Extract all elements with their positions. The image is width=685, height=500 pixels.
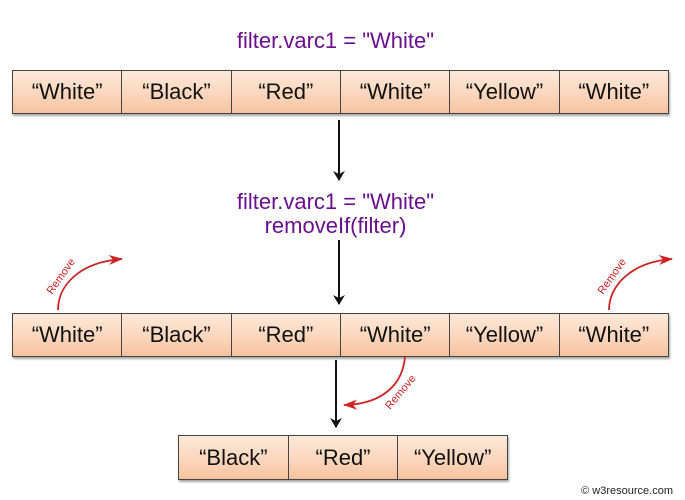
- list-item: “White”: [559, 314, 668, 356]
- list-item: “Red”: [231, 71, 340, 113]
- middle-filter-label: filter.varc1 = "White": [236, 189, 435, 214]
- top-filter-label: filter.varc1 = "White": [236, 28, 435, 53]
- list-item: “Red”: [231, 314, 340, 356]
- remove-arrow-right: [608, 254, 673, 311]
- list-item: “Yellow”: [398, 436, 508, 479]
- remove-arrow-middle: [343, 355, 406, 410]
- list-item: “White”: [340, 71, 450, 113]
- remove-arrow-left: [57, 254, 123, 311]
- list-item: “Yellow”: [450, 314, 559, 356]
- list-item: “White”: [13, 314, 122, 356]
- list-item: “Yellow”: [450, 71, 559, 113]
- marked-list: “White” “Black” “Red” “White” “Yellow” “…: [12, 313, 669, 357]
- list-item: “White”: [340, 314, 450, 356]
- list-item: “Black”: [122, 314, 231, 356]
- removeif-call-label: removeIf(filter): [264, 213, 407, 238]
- remove-label-middle: Remove: [383, 373, 419, 412]
- list-item: “Red”: [288, 436, 398, 479]
- list-item: “Black”: [179, 436, 288, 479]
- list-item: “White”: [13, 71, 122, 113]
- result-list: “Black” “Red” “Yellow”: [178, 435, 508, 480]
- original-list: “White” “Black” “Red” “White” “Yellow” “…: [12, 70, 669, 114]
- copyright-watermark: © w3resource.com: [581, 485, 673, 497]
- list-item: “White”: [559, 71, 668, 113]
- list-item: “Black”: [122, 71, 231, 113]
